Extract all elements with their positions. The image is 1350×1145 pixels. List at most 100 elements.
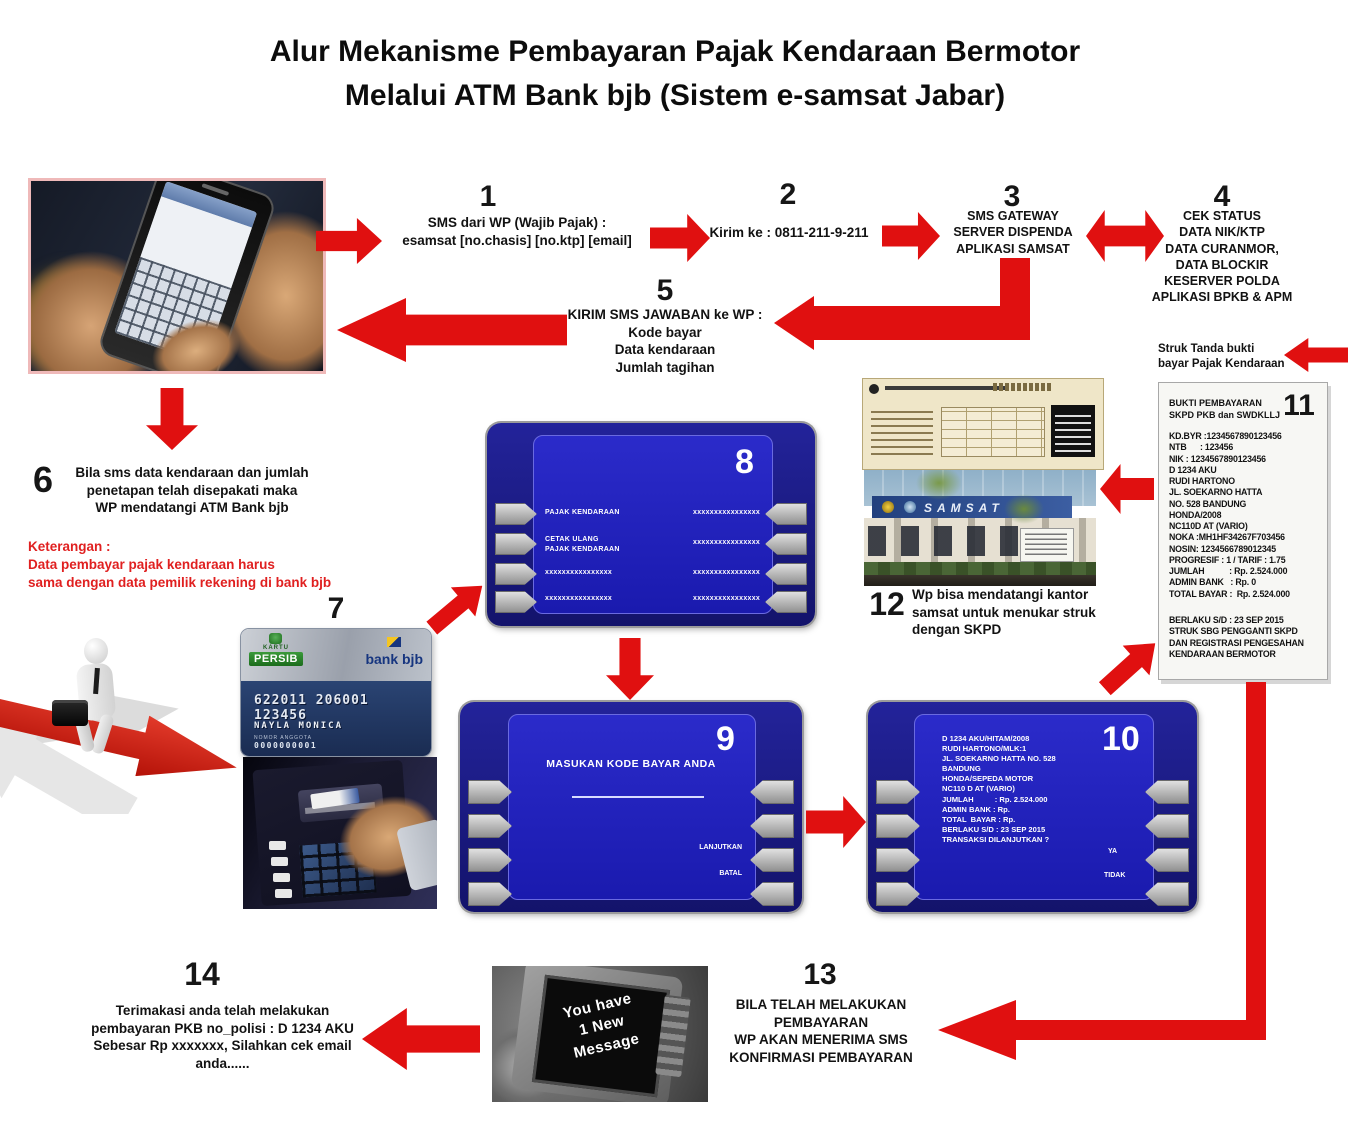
- skpd-stamp-circle: [869, 384, 879, 394]
- atm10-detail-lines: D 1234 AKU/HITAM/2008 RUDI HARTONO/MLK:1…: [942, 734, 1056, 844]
- atm-screen-8: 8 PAJAK KENDARAAN CETAK ULANG PAJAK KEND…: [487, 423, 815, 626]
- illustration-businessman-arrows: [0, 616, 238, 814]
- step14-text: Terimakasi anda telah melakukan pembayar…: [91, 1003, 354, 1071]
- samsat-ground: [864, 575, 1096, 586]
- atm8-display: [533, 435, 773, 614]
- skpd-serial-number: [993, 383, 1053, 391]
- step13-number: 13: [803, 958, 837, 991]
- receipt-footer: BERLAKU S/D : 23 SEP 2015 STRUK SBG PENG…: [1169, 615, 1304, 660]
- arrow-step5-to-phone: [337, 298, 567, 362]
- atm8-key-left-1: [495, 503, 537, 525]
- receipt-header: BUKTI PEMBAYARAN SKPD PKB dan SWDKLLJ: [1169, 398, 1281, 421]
- skpd-black-box-text: [1055, 410, 1091, 452]
- samsat-tree-foliage-1: [916, 470, 962, 500]
- atm8-menu-right-2: xxxxxxxxxxxxxxxx: [693, 539, 761, 546]
- samsat-logo-badge-1: [882, 501, 894, 513]
- card-persib-label: PERSIB: [249, 652, 303, 666]
- connector-receipt-down-vertical: [1246, 682, 1266, 1040]
- step12-text: Wp bisa mendatangi kantor samsat untuk m…: [912, 587, 1096, 638]
- photo-atm-card-insert: [243, 757, 437, 909]
- atm8-key-left-2: [495, 533, 537, 555]
- atm9-continue-label: LANJUTKAN: [699, 844, 742, 851]
- step2-text: Kirim ke : 0811-211-9-211: [709, 225, 869, 240]
- page-title-line2: Melalui ATM Bank bjb (Sistem e-samsat Ja…: [344, 78, 1006, 112]
- atm9-key-left-1: [468, 780, 512, 804]
- figure-head: [84, 638, 108, 664]
- atm10-display: [914, 714, 1154, 900]
- atm8-menu-left-3: xxxxxxxxxxxxxxxx: [545, 569, 613, 576]
- page-title-line1: Alur Mekanisme Pembayaran Pajak Kendaraa…: [269, 35, 1081, 68]
- step6-text: Bila sms data kendaraan dan jumlah penet…: [75, 465, 309, 516]
- photo-samsat-office: SAMSAT: [864, 470, 1096, 586]
- step5-text: KIRIM SMS JAWABAN ke WP : Kode bayar Dat…: [567, 307, 763, 375]
- card-bottom-band: [241, 681, 431, 756]
- atm-side-button-4: [275, 889, 292, 898]
- atm9-key-right-1: [750, 780, 794, 804]
- receipt-body: KD.BYR :1234567890123456 NTB : 123456 NI…: [1169, 431, 1290, 599]
- card-number: 622011 206001 123456: [254, 693, 369, 723]
- samsat-logo-badge-2: [904, 501, 916, 513]
- keterangan-note: Keterangan : Data pembayar pajak kendara…: [28, 539, 332, 590]
- step12-number: 12: [869, 586, 905, 622]
- step6-number: 6: [32, 459, 54, 500]
- connector-receipt-horizontal: [1014, 1020, 1266, 1040]
- card-holder-name: NAYLA MONICA: [254, 721, 344, 731]
- samsat-windows: [868, 526, 1018, 556]
- atm8-menu-left-1: PAJAK KENDARAAN: [545, 509, 620, 516]
- atm-side-button-2: [271, 857, 288, 866]
- connector-step3-down-horizontal: [812, 306, 1030, 340]
- atm9-cancel-label: BATAL: [719, 870, 742, 877]
- samsat-sign-board-text: [1025, 533, 1067, 555]
- atm9-key-right-2: [750, 814, 794, 838]
- atm8-menu-left-2: CETAK ULANG PAJAK KENDARAAN: [545, 536, 620, 553]
- payment-receipt: 11 BUKTI PEMBAYARAN SKPD PKB dan SWDKLLJ…: [1158, 382, 1328, 680]
- atm10-no-label: TIDAK: [1104, 872, 1126, 879]
- arrow-screen9-to-screen10: [806, 796, 866, 848]
- atm-side-button-3: [273, 873, 290, 882]
- bjb-logo-icon: [387, 637, 401, 647]
- atm9-display: [508, 714, 756, 900]
- atm9-key-left-4: [468, 882, 512, 906]
- atm9-prompt: MASUKAN KODE BAYAR ANDA: [546, 758, 716, 770]
- atm8-key-left-4: [495, 591, 537, 613]
- step7-number: 7: [327, 592, 345, 625]
- skpd-table: [941, 407, 1045, 457]
- card-kartu-label: KARTU: [263, 645, 289, 651]
- atm8-menu-right-4: xxxxxxxxxxxxxxxx: [693, 595, 761, 602]
- step4-number: 4: [1213, 180, 1231, 213]
- step1-text: SMS dari WP (Wajib Pajak) : esamsat [no.…: [402, 215, 632, 248]
- samsat-tree-foliage-2: [1004, 494, 1044, 524]
- photo-skpd-document: [862, 378, 1104, 470]
- figure-briefcase: [52, 700, 88, 726]
- photo-sms-phone: [28, 178, 326, 374]
- atm8-key-right-1: [765, 503, 807, 525]
- atm9-key-right-3: [750, 848, 794, 872]
- step14-number: 14: [184, 956, 220, 992]
- atm9-key-left-2: [468, 814, 512, 838]
- atm8-key-right-4: [765, 591, 807, 613]
- atm8-key-right-2: [765, 533, 807, 555]
- step5-number: 5: [656, 274, 674, 307]
- atm9-step-number: 9: [716, 720, 735, 758]
- atm8-step-number: 8: [735, 443, 754, 481]
- bank-card: KARTU PERSIB bank bjb 622011 206001 1234…: [240, 628, 432, 757]
- arrow-step2-to-step3: [882, 212, 940, 260]
- atm9-input-underline: [572, 796, 704, 798]
- connector-receipt-arrowhead: [938, 1000, 1016, 1060]
- arrow-to-samsat-photo: [1100, 464, 1154, 514]
- step3-text: SMS GATEWAY SERVER DISPENDA APLIKASI SAM…: [953, 209, 1073, 256]
- receipt-step-number: 11: [1283, 389, 1315, 422]
- arrow-screen8-to-screen9: [606, 638, 654, 700]
- atm10-step-number: 10: [1102, 720, 1140, 758]
- step13-text: BILA TELAH MELAKUKAN PEMBAYARAN WP AKAN …: [729, 997, 913, 1065]
- page-title: Alur Mekanisme Pembayaran Pajak Kendaraa…: [0, 30, 1350, 117]
- atm8-menu-left-4: xxxxxxxxxxxxxxxx: [545, 595, 613, 602]
- step1-number: 1: [479, 180, 497, 213]
- atm8-menu-right-1: xxxxxxxxxxxxxxxx: [693, 509, 761, 516]
- step4-text: CEK STATUS DATA NIK/KTP DATA CURANMOR, D…: [1151, 209, 1293, 305]
- atm10-yes-label: YA: [1108, 848, 1118, 855]
- step2-number: 2: [779, 178, 797, 211]
- card-bank-name: bank bjb: [365, 651, 423, 667]
- atm9-key-left-3: [468, 848, 512, 872]
